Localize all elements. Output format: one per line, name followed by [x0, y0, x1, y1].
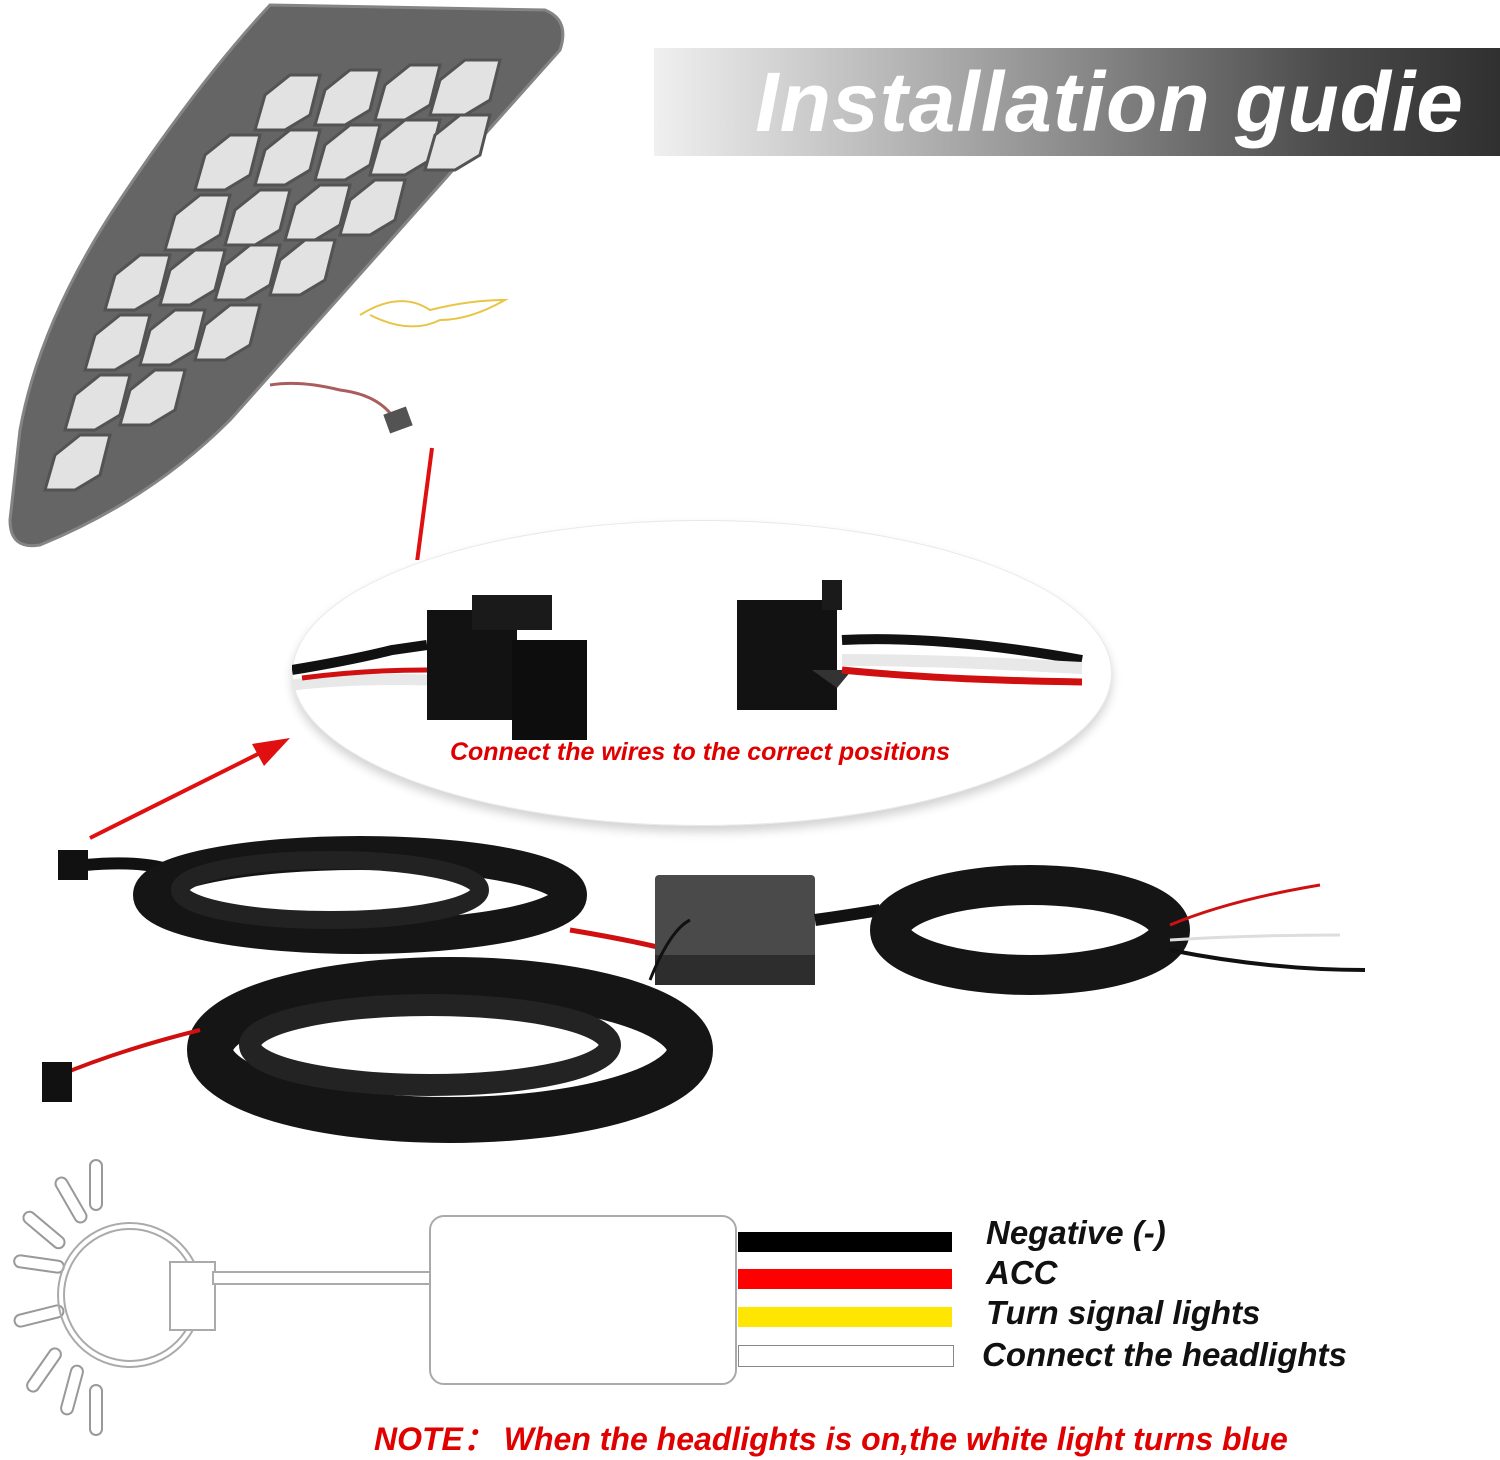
module-box-icon: [429, 1215, 737, 1385]
connector-callout: [291, 520, 1112, 826]
title-banner: Installation gudie: [654, 48, 1500, 156]
control-box-icon: [655, 875, 815, 985]
legend-label-acc: ACC: [986, 1254, 1058, 1291]
light-rays-icon: [13, 1159, 103, 1436]
legend-bar-negative: [738, 1232, 952, 1252]
page-title: Installation gudie: [755, 55, 1464, 149]
led-lamp-image: [0, 0, 580, 612]
legend-bar-turn-signal: [738, 1307, 952, 1327]
wiring-harness-image: [42, 836, 1366, 1143]
legend-label-negative: Negative (-): [986, 1214, 1166, 1251]
bulb-module-diagram: [13, 1159, 737, 1436]
connector-female-icon: [737, 580, 852, 710]
bulb-icon: [57, 1222, 434, 1368]
led-lamp-icon: [8, 3, 565, 612]
legend-bar-acc: [738, 1269, 952, 1289]
legend-label-turn-signal: Turn signal lights: [986, 1294, 1261, 1331]
note-text: NOTE： When the headlights is on,the whit…: [374, 1421, 1288, 1457]
legend-bar-headlights: [738, 1345, 954, 1367]
red-arrow-icon: [89, 738, 290, 840]
legend-label-headlights: Connect the headlights: [982, 1336, 1347, 1373]
callout-caption: Connect the wires to the correct positio…: [449, 738, 951, 766]
connector-male-icon: [427, 595, 587, 740]
cable-coil-icon: [58, 836, 587, 954]
connector-pair-icon: [291, 580, 1083, 740]
